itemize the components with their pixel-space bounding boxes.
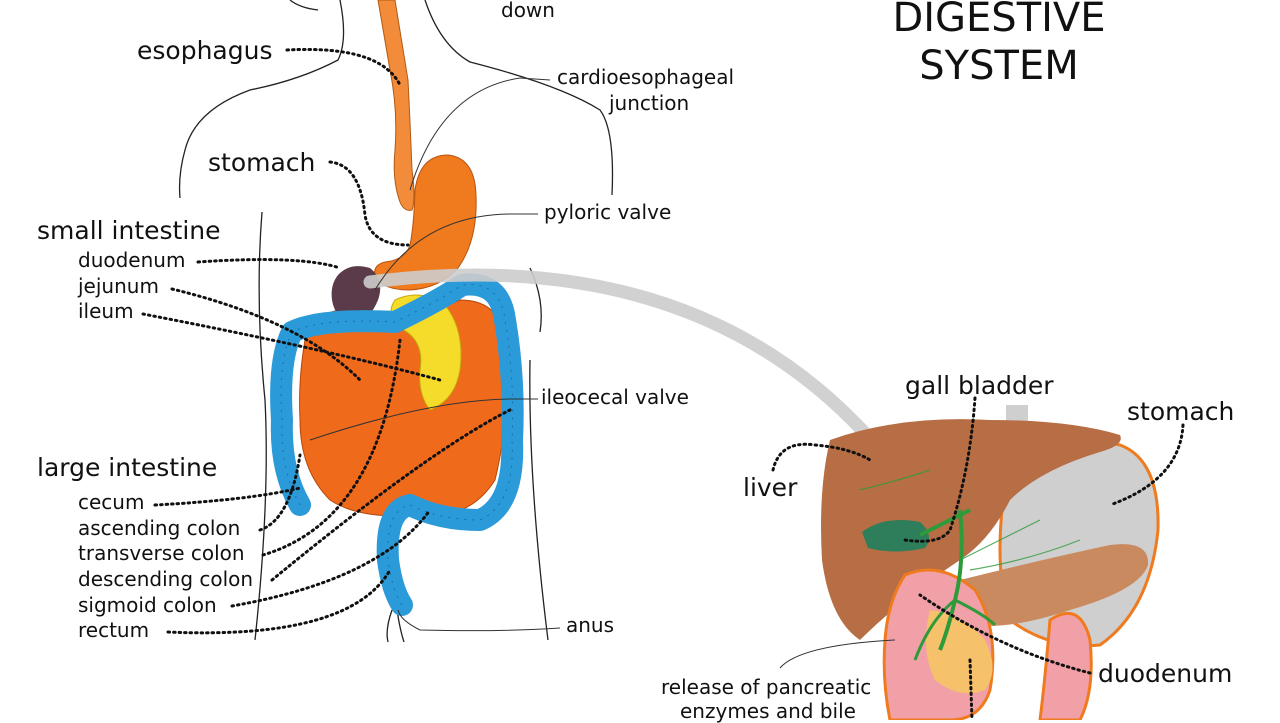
connector-arc [363, 268, 887, 457]
label-detail-duodenum: duodenum [1098, 659, 1233, 688]
label-large-intestine: large intestine [37, 453, 218, 482]
label-sigmoid-colon: sigmoid colon [78, 593, 217, 617]
label-cecum: cecum [78, 490, 145, 514]
label-duodenum: duodenum [78, 248, 186, 272]
label-rectum: rectum [78, 618, 150, 642]
liver-shape [821, 419, 1121, 640]
detail-gallbladder-shape [862, 519, 929, 552]
detail-illustration [821, 405, 1160, 720]
leader-lines [141, 47, 1185, 720]
thin-leader-lines [309, 77, 896, 669]
label-gall-bladder: gall bladder [905, 371, 1054, 400]
label-ileocecal-valve: ileocecal valve [541, 385, 689, 409]
label-top-fragment: down [501, 0, 555, 22]
label-jejunum: jejunum [78, 274, 159, 298]
label-pyloric-valve: pyloric valve [544, 200, 672, 224]
esophagus-shape [377, 0, 415, 211]
label-descending-colon: descending colon [78, 567, 254, 591]
label-detail-stomach: stomach [1127, 397, 1235, 426]
label-esophagus: esophagus [137, 36, 273, 65]
label-ascending-colon: ascending colon [78, 516, 241, 540]
title-line-1: DIGESTIVE [892, 0, 1106, 41]
label-small-intestine: small intestine [37, 216, 221, 245]
stomach-shape [374, 154, 477, 291]
label-release-line-1: release of pancreatic [661, 675, 872, 699]
page-title: DIGESTIVE SYSTEM [868, 0, 1130, 88]
label-release-line-2: enzymes and bile [680, 699, 856, 723]
label-liver: liver [743, 473, 798, 502]
label-anus: anus [566, 613, 615, 637]
label-ileum: ileum [78, 299, 134, 323]
pancreas-shape [956, 544, 1149, 626]
label-cardioesophageal-junction: junction [609, 91, 690, 115]
label-cardioesophageal: cardioesophageal [557, 65, 735, 89]
label-transverse-colon: transverse colon [78, 541, 245, 565]
title-line-2: SYSTEM [919, 43, 1079, 89]
label-stomach: stomach [208, 148, 316, 177]
colon-shape [270, 273, 524, 616]
